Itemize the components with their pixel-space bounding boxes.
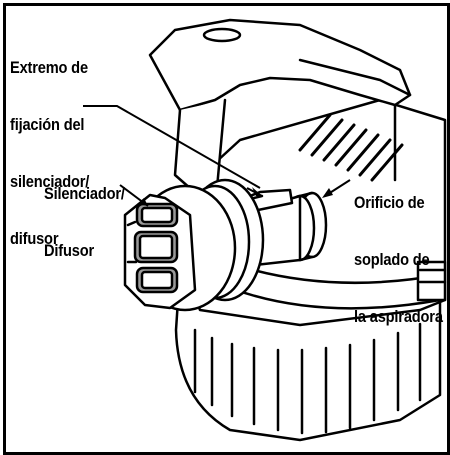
label-line: Extremo de (10, 58, 88, 77)
label-line: la aspiradora (354, 307, 443, 326)
label-line: soplado de (354, 250, 430, 269)
label-attachment-end: Extremo de fijación del silenciador/ dif… (10, 20, 89, 286)
muffler-diffuser (123, 178, 265, 312)
label-line: fijación del (10, 115, 85, 134)
label-line: Difusor (44, 241, 94, 260)
label-line: Silenciador/ (44, 184, 125, 203)
vent-slots (298, 113, 404, 182)
label-line: silenciador/ (10, 172, 90, 191)
side-latch (416, 260, 447, 302)
arrow-heads (137, 187, 333, 206)
vacuum-base-tank (174, 298, 442, 442)
label-line: difusor (10, 229, 59, 248)
border-frame (3, 3, 450, 455)
label-muffler-diffuser: Silenciador/ Difusor (44, 146, 125, 298)
label-blower-port: Orificio de soplado de la aspiradora (354, 155, 443, 364)
label-line: Orificio de (354, 193, 425, 212)
leader-end (83, 105, 261, 189)
